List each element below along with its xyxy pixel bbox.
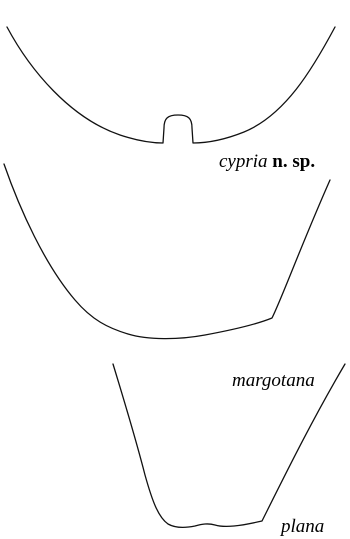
cypria-label: cypria n. sp. <box>219 152 315 171</box>
margotana-outline <box>4 164 330 339</box>
cypria-outline <box>7 27 335 143</box>
cypria-species-name: cypria <box>219 151 268 172</box>
margotana-species-name: margotana <box>232 370 315 391</box>
plana-species-name: plana <box>281 516 324 537</box>
cypria-status: n. sp. <box>272 151 315 172</box>
plana-label: plana <box>281 517 324 536</box>
margotana-label: margotana <box>232 371 315 390</box>
